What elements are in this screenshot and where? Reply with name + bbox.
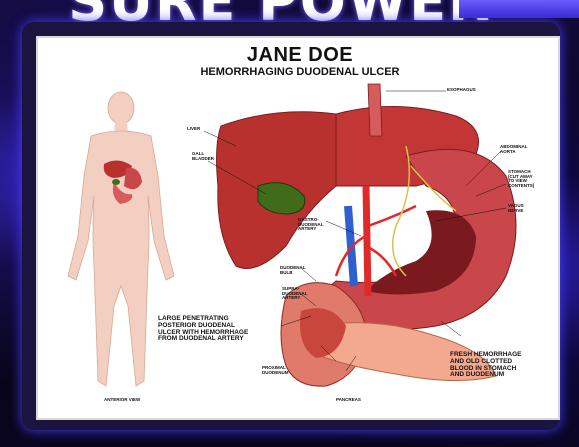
label-vagus-nerve: VAGUSNERVE	[508, 204, 524, 213]
label-pancreas: PANCREAS	[336, 398, 361, 403]
banner-bar	[459, 0, 579, 18]
poster-subtitle: HEMORRHAGING DUODENAL ULCER	[120, 66, 480, 78]
label-fresh-hemorrhage: FRESH HEMORRHAGEAND OLD CLOTTED BLOOD IN…	[450, 352, 522, 379]
label-anterior-view: ANTERIOR VIEW	[104, 398, 140, 403]
label-ulcer-callout: LARGE PENETRATINGPOSTERIOR DUODENAL ULCE…	[158, 316, 248, 343]
label-liver: LIVER	[187, 127, 200, 132]
label-abdominal-aorta: ABDOMINALAORTA	[500, 145, 528, 154]
label-esophagus: ESOPHAGUS	[447, 88, 476, 93]
label-proximal-duodenum: PROXIMALDUODENUM	[262, 366, 289, 375]
label-duodenal-bulb: DUODENALBULB	[280, 266, 306, 275]
label-gastroduodenal-artery: GASTRO-DUODENAL ARTERY	[298, 218, 324, 232]
poster-title: JANE DOE	[120, 44, 480, 67]
label-stomach: STOMACH(CUT AWAY TO VIEWCONTENTS)	[508, 170, 534, 189]
label-gallbladder: GALLBLADDER	[192, 152, 214, 161]
label-supraduodenal-artery: SUPRA-DUODENAL ARTERY	[282, 287, 308, 301]
